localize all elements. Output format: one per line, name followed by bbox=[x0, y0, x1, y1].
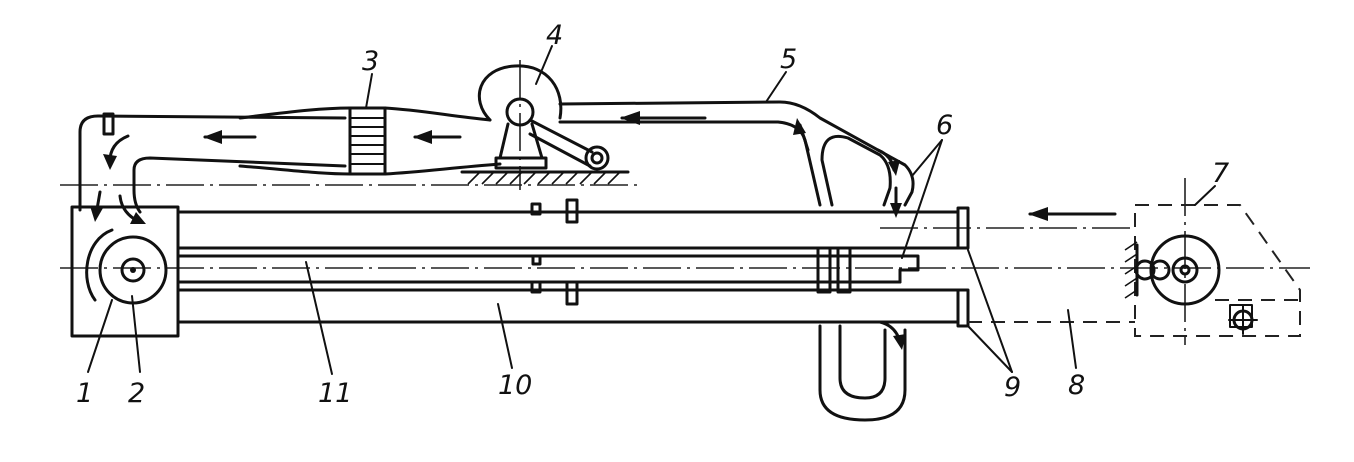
tube-connectors bbox=[816, 246, 852, 294]
label-10: 10 bbox=[498, 370, 532, 401]
upper-tube bbox=[176, 198, 970, 250]
tension-pulley bbox=[1124, 234, 1221, 306]
lower-tube bbox=[176, 280, 970, 328]
ground-hatching bbox=[467, 171, 621, 185]
base-block bbox=[70, 205, 180, 338]
label-8: 8 bbox=[1068, 370, 1085, 401]
label-2: 2 bbox=[128, 378, 145, 409]
label-6: 6 bbox=[936, 110, 953, 141]
middle-tube bbox=[176, 254, 920, 284]
label-4: 4 bbox=[546, 20, 563, 51]
u-bend-duct bbox=[818, 324, 907, 422]
label-3: 3 bbox=[362, 46, 379, 77]
return-duct bbox=[78, 106, 502, 214]
filter-element bbox=[348, 106, 387, 176]
machine-frame bbox=[968, 204, 1301, 337]
supply-duct bbox=[558, 100, 915, 207]
fan-housing bbox=[460, 64, 630, 174]
label-9: 9 bbox=[1004, 372, 1021, 403]
label-7: 7 bbox=[1212, 158, 1229, 189]
flow-arrows bbox=[90, 111, 1117, 350]
drive-pulley bbox=[98, 235, 168, 305]
reference-labels: 1 2 3 4 5 6 7 8 9 10 11 bbox=[76, 20, 1229, 409]
label-1: 1 bbox=[76, 378, 93, 409]
frame-hinge bbox=[1228, 304, 1258, 335]
label-11: 11 bbox=[318, 378, 352, 409]
label-5: 5 bbox=[780, 44, 797, 75]
leader-lines bbox=[87, 45, 1216, 375]
